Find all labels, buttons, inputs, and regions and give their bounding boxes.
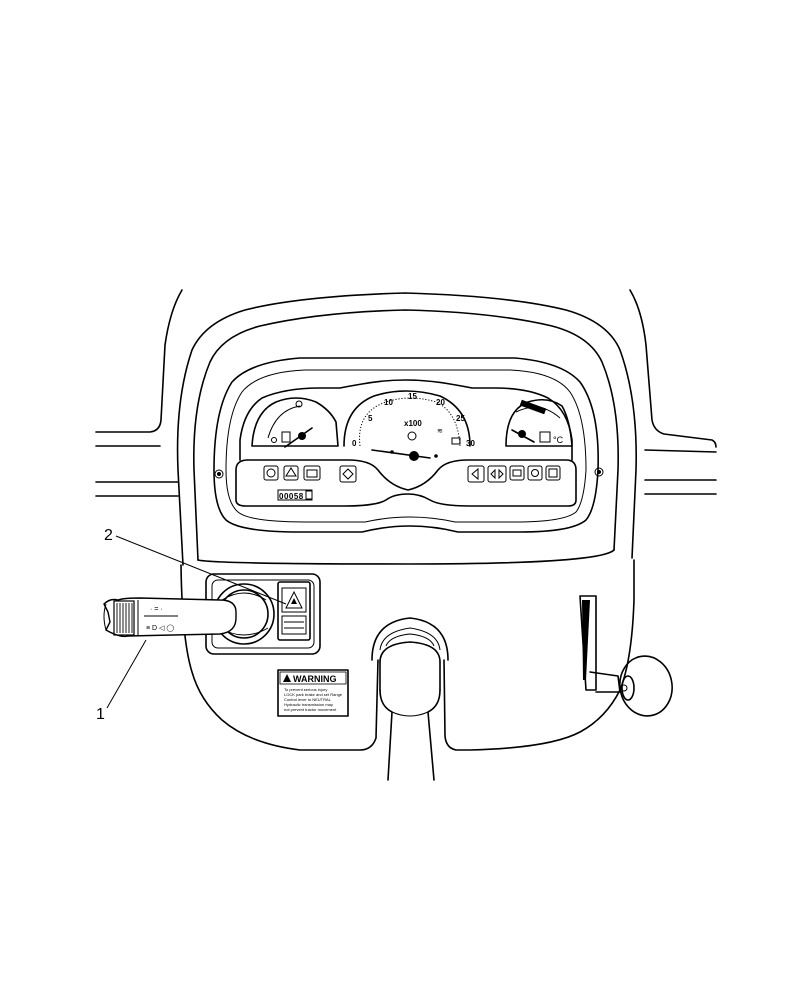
hazard-warning-switch (277, 581, 311, 641)
svg-text:· = ·: · = · (150, 606, 163, 613)
svg-text:≋: ≋ (437, 428, 443, 435)
tachometer: 0 5 10 15 20 25 30 x100 ≋ (343, 390, 475, 461)
hour-meter-reading: 00058 (279, 492, 304, 501)
ignition-key-lever (579, 595, 673, 717)
svg-text:°C: °C (553, 435, 564, 445)
tach-scale-label: 15 (408, 392, 417, 401)
callout-1: 1 (96, 639, 147, 723)
bezel-screw-left-icon (214, 469, 224, 479)
dashboard-housing (176, 292, 637, 751)
warning-decal-line: not prevent tractor movement (284, 707, 337, 712)
hazard-switch-panel (205, 573, 321, 655)
multifunction-lever: ≡ D ◁ ◯ · = · (103, 597, 237, 638)
warning-decal: WARNING To prevent serious injury LOCK p… (277, 669, 349, 717)
cab-side-rails (95, 289, 717, 497)
hour-meter: 00058 (277, 489, 313, 501)
warning-decal-line: LOCK park brake and set Range (284, 692, 343, 697)
callout-2: 2 (104, 527, 287, 605)
fuel-gauge (251, 397, 339, 448)
coolant-temperature-gauge: °C (505, 398, 573, 447)
tach-scale-label: 20 (436, 398, 445, 407)
warning-decal-heading: WARNING (293, 674, 337, 684)
tach-scale-label: 10 (384, 398, 393, 407)
tach-scale-label: 30 (466, 439, 475, 448)
warning-decal-line: To prevent serious injury (284, 687, 327, 692)
warning-decal-line: Hydraulic transmission may (284, 702, 333, 707)
tach-scale-label: 0 (352, 439, 357, 448)
svg-text:≡ D ◁ ◯: ≡ D ◁ ◯ (146, 624, 174, 632)
instrument-cluster: °C 0 5 10 15 20 25 30 x100 ≋ (214, 379, 604, 507)
steering-column (371, 617, 449, 781)
right-indicator-lamps (467, 465, 561, 483)
left-indicator-lamps (263, 465, 357, 483)
callout-number: 1 (96, 706, 105, 723)
tach-multiplier: x100 (404, 419, 422, 428)
callout-number: 2 (104, 527, 113, 544)
bezel-screw-right-icon (594, 467, 604, 477)
tach-scale-label: 5 (368, 414, 373, 423)
warning-decal-line: Control lever to NEUTRAL (284, 697, 332, 702)
tach-scale-label: 25 (456, 414, 465, 423)
